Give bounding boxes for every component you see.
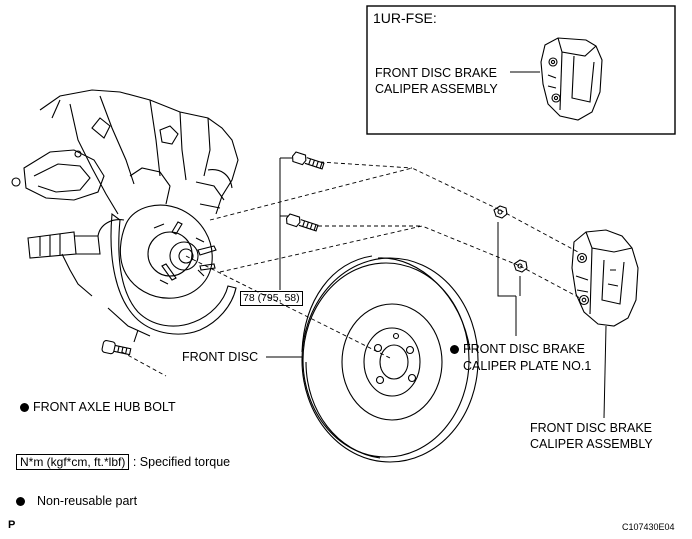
footer-right-code: C107430E04 (622, 522, 675, 532)
torque-value-box: 78 (795, 58) (240, 291, 303, 306)
caliper-assembly-label-line2: CALIPER ASSEMBLY (530, 437, 653, 451)
footer-left-code: P (8, 519, 16, 531)
non-reusable-marker (20, 402, 29, 412)
torque-units-box: N*m (kgf*cm, ft.*lbf) (16, 454, 130, 470)
front-disc-drawing (301, 255, 479, 463)
torque-legend-text: : Specified torque (132, 455, 231, 469)
non-reusable-marker (450, 344, 459, 354)
knuckle-assembly-drawing (11, 89, 239, 343)
caliper-plates-drawing (493, 205, 528, 336)
plate-text-1: FRONT DISC BRAKE (463, 342, 586, 356)
non-reusable-legend-dot (16, 496, 25, 506)
dashed-guide-lines (121, 161, 581, 377)
front-disc-label: FRONT DISC (182, 350, 259, 364)
caliper-assembly-label-line1: FRONT DISC BRAKE (530, 421, 653, 435)
front-axle-hub-bolt-label: FRONT AXLE HUB BOLT (20, 400, 176, 415)
inset-caliper-label-line2: CALIPER ASSEMBLY (375, 82, 498, 96)
caliper-bolts-drawing (285, 151, 325, 232)
caliper-assembly-drawing (571, 229, 639, 419)
caliper-plate-label-line2: CALIPER PLATE NO.1 (463, 359, 592, 373)
torque-legend: N*m (kgf*cm, ft.*lbf) : Specified torque (16, 454, 231, 470)
nonreusable-legend: Non-reusable part (16, 494, 137, 509)
front-axle-hub-bolt-drawing (101, 340, 132, 356)
inset-caliper-label-line1: FRONT DISC BRAKE (375, 66, 498, 80)
nonreusable-legend-text: Non-reusable part (37, 494, 138, 508)
inset-frame (366, 5, 676, 135)
inset-engine-label: 1UR-FSE: (373, 10, 437, 26)
torque-bracket (279, 157, 292, 290)
inset-caliper-drawing (510, 37, 603, 121)
caliper-plate-label-line1: FRONT DISC BRAKE (450, 342, 585, 357)
hub-bolt-text: FRONT AXLE HUB BOLT (33, 400, 176, 414)
